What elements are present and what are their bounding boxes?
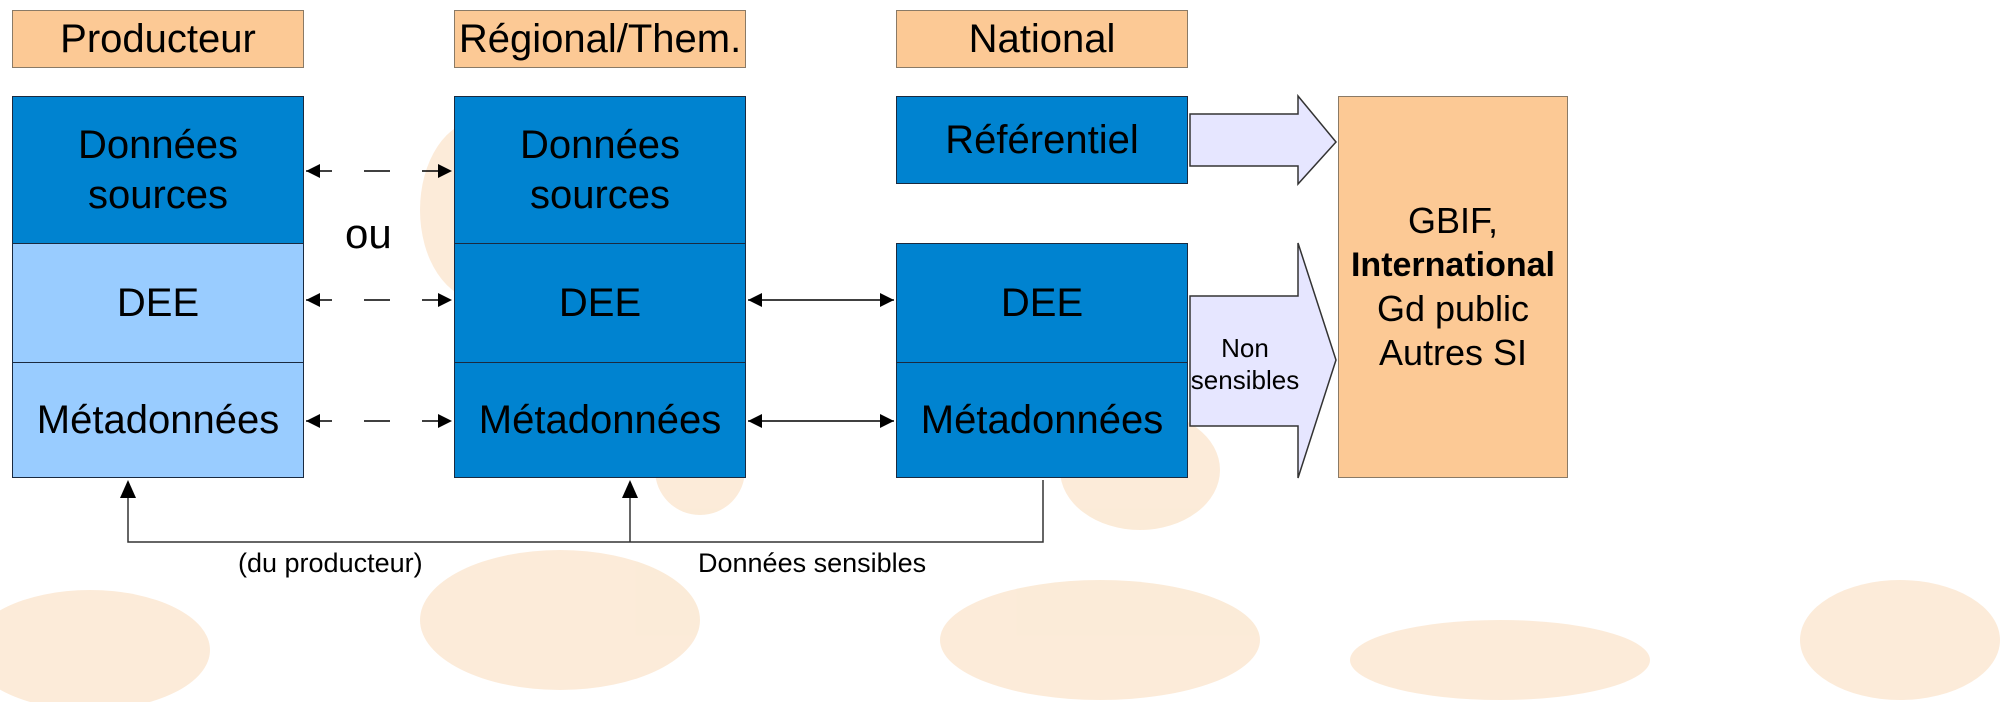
target-international-box: GBIF, International Gd public Autres SI <box>1338 96 1568 478</box>
header-regional: Régional/Them. <box>454 10 746 68</box>
producteur-donnees-sources-box: Données sources <box>12 96 304 244</box>
producteur-dee-label: DEE <box>116 281 200 325</box>
regional-metadonnees-label: Métadonnées <box>478 398 722 442</box>
regional-donnees-sources-box: Données sources <box>454 96 746 244</box>
national-referentiel-box: Référentiel <box>896 96 1188 184</box>
donnees-sensibles-label: Données sensibles <box>698 548 927 578</box>
header-producteur-label: Producteur <box>60 16 256 61</box>
producteur-metadonnees-box: Métadonnées <box>12 362 304 478</box>
referentiel-export-arrow <box>1189 93 1337 186</box>
national-referentiel-label: Référentiel <box>945 118 1139 162</box>
national-dee-label: DEE <box>1000 281 1084 325</box>
target-line-gbif: GBIF, <box>1407 200 1499 241</box>
header-regional-label: Régional/Them. <box>458 16 742 61</box>
national-metadonnees-label: Métadonnées <box>920 398 1164 442</box>
header-national-label: National <box>968 16 1116 61</box>
regional-donnees-sources-label: Données sources <box>519 123 681 217</box>
target-line-autres-si: Autres SI <box>1378 332 1528 373</box>
target-line-gd-public: Gd public <box>1376 288 1530 329</box>
producteur-donnees-sources-label: Données sources <box>77 123 239 217</box>
regional-metadonnees-box: Métadonnées <box>454 362 746 478</box>
sensitive-data-return-line <box>127 480 1044 543</box>
national-dee-box: DEE <box>896 243 1188 363</box>
producteur-dee-box: DEE <box>12 243 304 363</box>
header-national: National <box>896 10 1188 68</box>
non-sensibles-line1: Non <box>1221 333 1269 363</box>
national-metadonnees-box: Métadonnées <box>896 362 1188 478</box>
du-producteur-label: (du producteur) <box>238 548 423 578</box>
producteur-metadonnees-label: Métadonnées <box>36 398 280 442</box>
non-sensibles-label: Non sensibles <box>1190 332 1300 396</box>
regional-dee-label: DEE <box>558 281 642 325</box>
non-sensibles-line2: sensibles <box>1190 365 1300 395</box>
ou-label: ou <box>345 210 392 257</box>
target-line-international: International <box>1350 246 1556 284</box>
header-producteur: Producteur <box>12 10 304 68</box>
non-sensibles-export-arrow <box>1189 242 1337 479</box>
